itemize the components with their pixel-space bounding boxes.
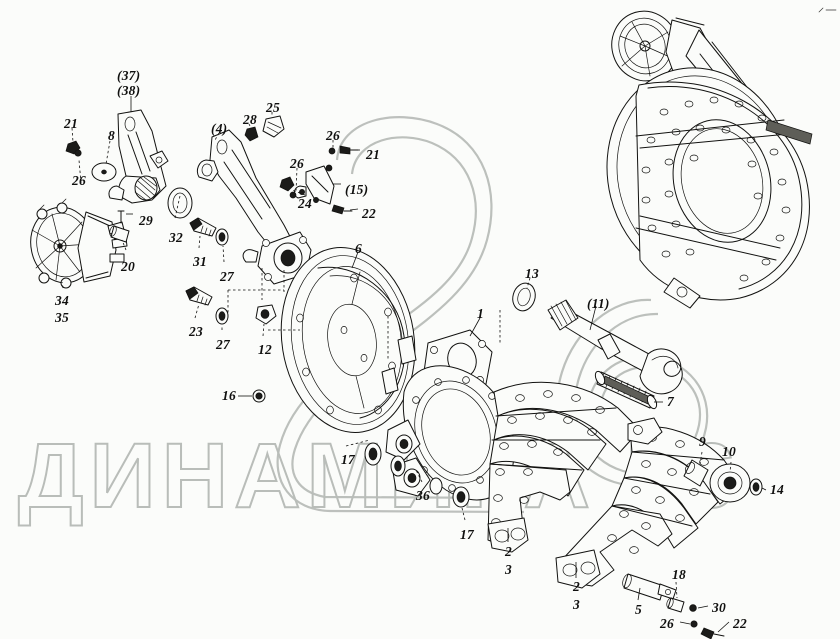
return-spring-group — [594, 370, 658, 410]
callout-13: 13 — [525, 266, 539, 281]
callout-15: (15) — [345, 182, 369, 197]
support-bracket-group — [381, 329, 515, 501]
callout-22-b: 22 — [733, 616, 747, 631]
chamber-arm-group — [196, 129, 312, 285]
callout-35: 35 — [55, 310, 69, 325]
seal-ring-group — [512, 282, 536, 312]
callout-11: (11) — [587, 296, 610, 311]
brake-shoe-right-group — [555, 417, 743, 589]
callout-26: 26 — [72, 173, 86, 188]
callout-8: 8 — [108, 128, 115, 143]
brake-chamber-group — [30, 198, 128, 289]
callout-17-b: 17 — [460, 527, 474, 542]
cam-support-bracket-group — [293, 165, 335, 205]
fastener-group-bottom-right — [622, 573, 725, 639]
callout-32: 32 — [169, 230, 183, 245]
callout-30: 30 — [712, 600, 726, 615]
callout-12: 12 — [258, 342, 272, 357]
backing-plate-group — [280, 247, 416, 433]
callout-1: 1 — [477, 306, 484, 321]
callout-28: 28 — [243, 112, 257, 127]
sealing-ring-group — [167, 187, 193, 219]
callout-16: 16 — [222, 388, 236, 403]
callout-14: 14 — [770, 482, 784, 497]
washer-group — [364, 442, 470, 508]
leader-lines — [61, 96, 767, 633]
callout-21-b: 21 — [366, 147, 380, 162]
slack-adjuster-group — [108, 109, 169, 204]
callout-10: 10 — [722, 444, 736, 459]
callout-22: 22 — [362, 206, 376, 221]
s-cam-shaft-group — [547, 299, 683, 395]
callout-9: 9 — [699, 434, 706, 449]
callout-2-b: 2 — [573, 579, 580, 594]
callout-4: (4) — [211, 121, 228, 136]
callout-34: 34 — [55, 293, 69, 308]
assembled-brake-group — [606, 7, 837, 309]
callout-18: 18 — [672, 567, 686, 582]
callout-25: 25 — [266, 100, 280, 115]
callout-31: 31 — [193, 254, 207, 269]
callout-24: 24 — [298, 196, 312, 211]
callout-2: 2 — [505, 544, 512, 559]
callout-3: 3 — [505, 562, 512, 577]
callout-27: 27 — [220, 269, 234, 284]
callout-5: 5 — [635, 602, 642, 617]
callout-36: 36 — [416, 488, 430, 503]
callout-21: 21 — [64, 116, 78, 131]
callout-6: 6 — [355, 241, 362, 256]
callout-37-38: (37) (38) — [117, 68, 141, 98]
callout-17: 17 — [341, 452, 355, 467]
callout-27-b: 27 — [216, 337, 230, 352]
callout-29: 29 — [139, 213, 153, 228]
callout-26-c: 26 — [290, 156, 304, 171]
fastener-group-left — [65, 115, 359, 403]
callout-23: 23 — [189, 324, 203, 339]
callout-26-d: 26 — [660, 616, 674, 631]
callout-3-b: 3 — [573, 597, 580, 612]
callout-26-b: 26 — [326, 128, 340, 143]
callout-7: 7 — [667, 394, 674, 409]
callout-20: 20 — [121, 259, 135, 274]
brake-shoe-center-group — [487, 381, 641, 553]
